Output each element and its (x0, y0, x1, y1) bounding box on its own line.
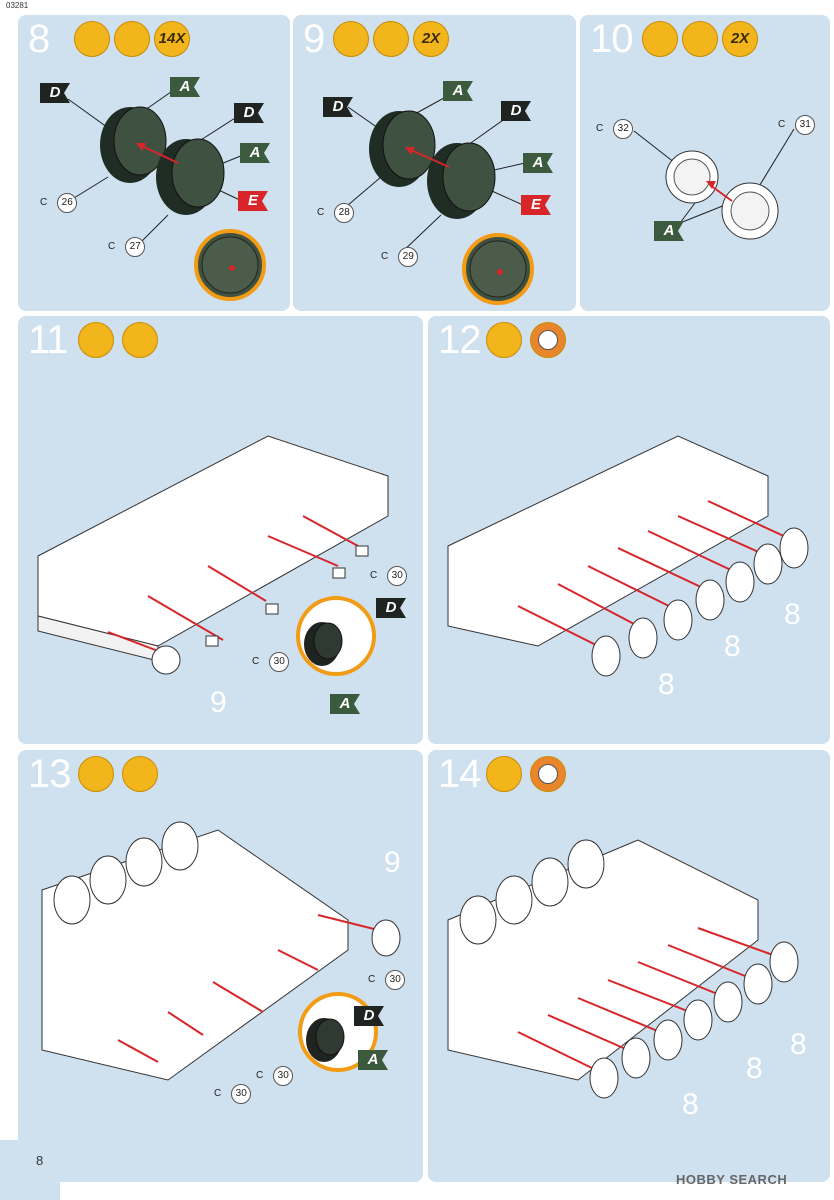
flag-d: D (40, 83, 70, 103)
step-10-panel: 10 2X A C 32 C 31 (580, 15, 830, 311)
paintbrush-icon (682, 21, 718, 57)
quantity-badge: 2X (722, 21, 758, 57)
paintbrush-icon (373, 21, 409, 57)
part-label-c30: C 30 (256, 1066, 294, 1086)
flag-a: A (240, 143, 270, 163)
part-number: 30 (269, 652, 290, 672)
document-code: 03281 (6, 1, 29, 10)
flag-a: A (443, 81, 473, 101)
step-number: 12 (438, 318, 481, 362)
part-prefix: C (368, 974, 376, 985)
part-number: 32 (613, 119, 634, 139)
glue-icon (642, 21, 678, 57)
step-11-panel: 11 D A C 30 C 30 9 (18, 316, 423, 744)
glue-icon (333, 21, 369, 57)
callout-number: 8 (682, 1088, 699, 1121)
clock-icon (530, 756, 566, 792)
wheel-assembly-drawing (340, 92, 534, 305)
page-number-tab (0, 1140, 60, 1200)
callout-number: 8 (658, 668, 675, 701)
paintbrush-icon (122, 322, 158, 358)
part-prefix: C (40, 197, 48, 208)
flag-d: D (234, 103, 264, 123)
part-prefix: C (256, 1070, 264, 1081)
part-prefix: C (252, 656, 260, 667)
glue-icon (78, 322, 114, 358)
step-number: 8 (28, 17, 50, 61)
step-number: 14 (438, 752, 481, 796)
part-label-c30: C 30 (370, 566, 408, 586)
callout-number: 9 (384, 846, 401, 879)
part-prefix: C (596, 123, 604, 134)
part-label-c29: C 29 (381, 247, 419, 267)
step-number: 10 (590, 17, 633, 61)
quantity-badge: 14X (154, 21, 190, 57)
hull-suspension-drawing (37, 435, 389, 676)
flag-e: E (521, 195, 551, 215)
part-label-c26: C 26 (40, 193, 78, 213)
callout-number: 9 (210, 686, 227, 719)
flag-a: A (654, 221, 684, 241)
hull-road-wheels-drawing (447, 435, 809, 677)
part-number: 30 (273, 1066, 294, 1086)
page-number: 8 (36, 1153, 44, 1168)
step-number: 11 (28, 318, 69, 362)
callout-number: 8 (784, 598, 801, 631)
paintbrush-icon (122, 756, 158, 792)
step-14-panel: 14 8 8 8 (428, 750, 830, 1182)
quantity-badge: 2X (413, 21, 449, 57)
flag-e: E (238, 191, 268, 211)
part-prefix: C (214, 1088, 222, 1099)
part-number: 27 (125, 237, 146, 257)
part-number: 31 (795, 115, 816, 135)
part-label-c27: C 27 (108, 237, 146, 257)
paintbrush-icon (114, 21, 150, 57)
part-number: 29 (398, 247, 419, 267)
glue-icon (486, 756, 522, 792)
part-prefix: C (108, 241, 116, 252)
flag-a: A (358, 1050, 388, 1070)
watermark: HOBBY SEARCH (676, 1172, 788, 1187)
part-number: 26 (57, 193, 78, 213)
wheel-assembly-drawing (65, 86, 266, 301)
clock-icon (530, 322, 566, 358)
part-label-c30: C 30 (368, 970, 406, 990)
glue-icon (78, 756, 114, 792)
flag-d: D (501, 101, 531, 121)
part-number: 30 (387, 566, 408, 586)
part-label-c30: C 30 (252, 652, 290, 672)
flag-d: D (376, 598, 406, 618)
part-number: 30 (385, 970, 406, 990)
part-prefix: C (370, 570, 378, 581)
hull-suspension-other-side-drawing (41, 821, 401, 1081)
callout-number: 8 (746, 1052, 763, 1085)
callout-number: 8 (724, 630, 741, 663)
part-prefix: C (317, 207, 325, 218)
flag-a: A (523, 153, 553, 173)
step-9-panel: 9 2X D A D A E C 28 C 29 (293, 15, 576, 311)
part-number: 28 (334, 203, 355, 223)
part-label-c30: C 30 (214, 1084, 252, 1104)
step-number: 13 (28, 752, 71, 796)
step-number: 9 (303, 17, 325, 61)
flag-a: A (170, 77, 200, 97)
hull-road-wheels-other-side-drawing (447, 839, 799, 1099)
glue-icon (74, 21, 110, 57)
callout-number: 8 (790, 1028, 807, 1061)
flag-a: A (330, 694, 360, 714)
step-13-panel: 13 D A C 30 C 30 C 30 9 (18, 750, 423, 1182)
part-prefix: C (381, 251, 389, 262)
sprocket-assembly-drawing (633, 128, 795, 240)
part-label-c28: C 28 (317, 203, 355, 223)
part-label-c31: C 31 (778, 115, 816, 135)
flag-d: D (354, 1006, 384, 1026)
flag-d: D (323, 97, 353, 117)
step-12-panel: 12 8 8 8 (428, 316, 830, 744)
part-prefix: C (778, 119, 786, 130)
part-number: 30 (231, 1084, 252, 1104)
glue-icon (486, 322, 522, 358)
step-8-panel: 8 14X D A D A E C 26 C 27 (18, 15, 290, 311)
part-label-c32: C 32 (596, 119, 634, 139)
